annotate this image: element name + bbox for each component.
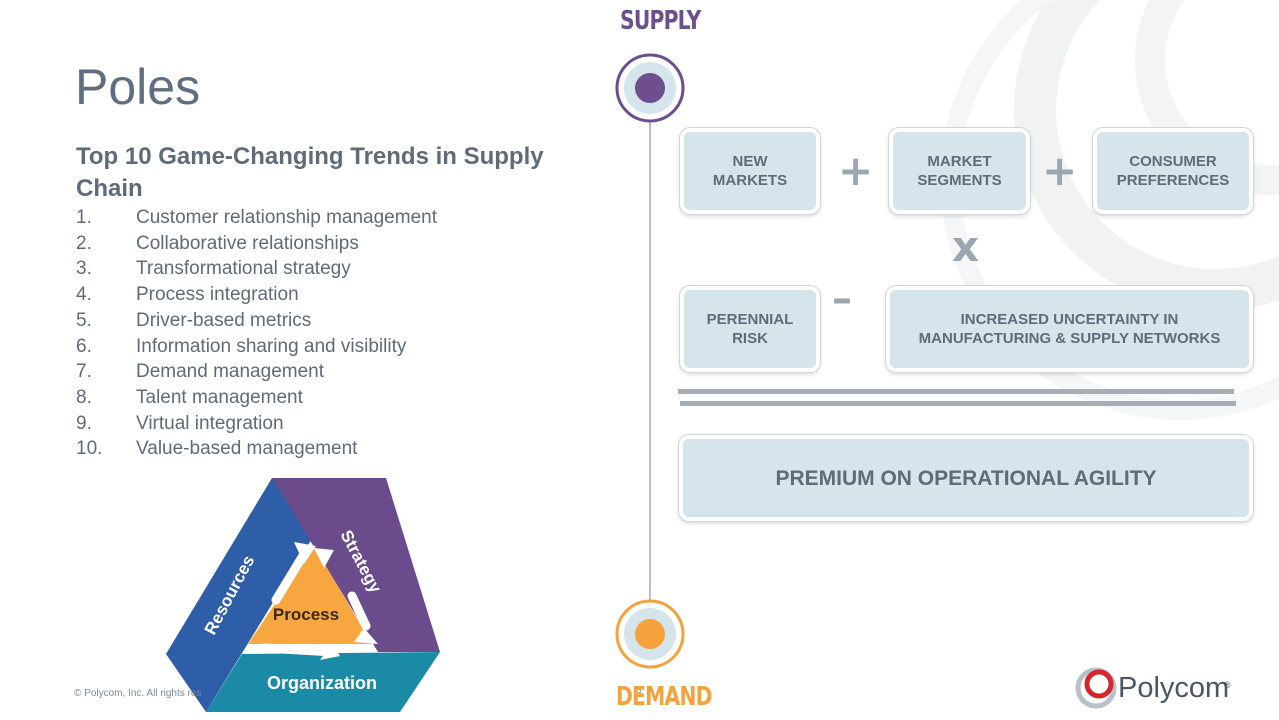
consumer-preferences-box: CONSUMER PREFERENCES xyxy=(1093,128,1253,214)
increased-uncertainty-box: INCREASED UNCERTAINTY IN MANUFACTURING &… xyxy=(886,286,1253,372)
trends-heading: Top 10 Game-Changing Trends in Supply Ch… xyxy=(76,143,544,202)
equals-bar-top xyxy=(678,389,1234,394)
registered-mark: ® xyxy=(1224,680,1231,690)
trends-list: 1.Customer relationship management 2.Col… xyxy=(76,205,437,462)
list-item: 10.Value-based management xyxy=(76,438,358,460)
equals-bar-bottom xyxy=(680,401,1236,406)
organization-label: Organization xyxy=(267,673,377,693)
process-segment xyxy=(248,546,372,644)
list-item: 1.Customer relationship management xyxy=(76,207,437,228)
list-item: 9.Virtual integration xyxy=(76,412,284,434)
page-number: 3 xyxy=(636,688,642,699)
polycom-logo-text: Polycom xyxy=(1118,672,1230,704)
cycle-arrows-icon xyxy=(259,549,371,657)
perennial-risk-box: PERENNIAL RISK xyxy=(680,286,820,372)
list-item: 7.Demand management xyxy=(76,361,324,383)
times-icon: x xyxy=(952,222,980,271)
process-triangle-diagram: Process Resources Strategy Organization xyxy=(166,478,440,712)
list-item: 4.Process integration xyxy=(76,284,299,306)
market-segments-box: MARKET SEGMENTS xyxy=(889,128,1030,214)
copyright-footer: © Polycom, Inc. All rights reserved. xyxy=(74,688,202,699)
demand-label: DEMAND xyxy=(616,682,712,712)
list-item: 3.Transformational strategy xyxy=(76,258,351,280)
resources-segment xyxy=(166,478,316,712)
strategy-segment xyxy=(272,478,440,652)
supply-demand-axis xyxy=(615,53,685,669)
list-item: 6.Information sharing and visibility xyxy=(76,335,407,357)
organization-segment xyxy=(206,652,440,712)
list-item: 2.Collaborative relationships xyxy=(76,232,359,254)
operational-agility-box: PREMIUM ON OPERATIONAL AGILITY xyxy=(679,435,1253,521)
list-item: 8.Talent management xyxy=(76,386,303,408)
minus-icon: – xyxy=(832,276,852,322)
supply-label: SUPPLY xyxy=(620,6,701,36)
plus-icon: + xyxy=(838,146,874,195)
list-item: 5.Driver-based metrics xyxy=(76,309,312,331)
process-label: Process xyxy=(273,605,339,624)
new-markets-box: NEW MARKETS xyxy=(680,128,820,214)
slide-title: Poles xyxy=(75,59,201,115)
polycom-logo-icon xyxy=(1075,667,1117,709)
plus-icon: + xyxy=(1042,146,1078,195)
